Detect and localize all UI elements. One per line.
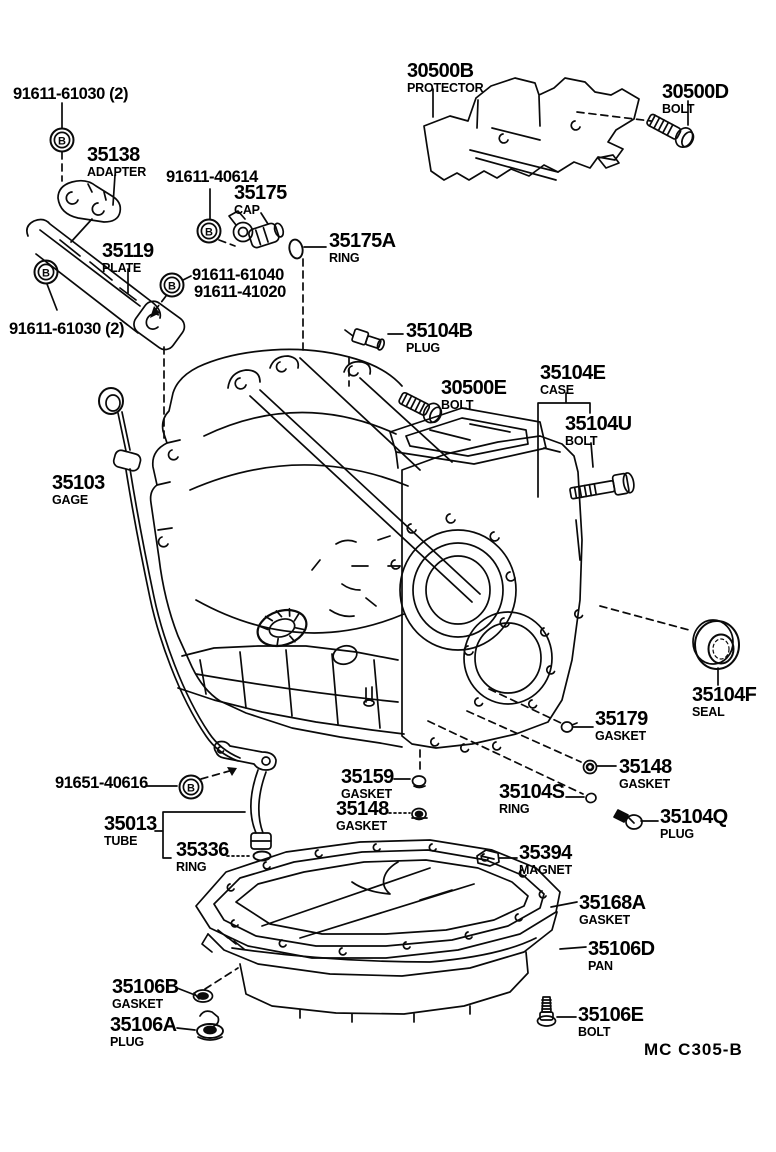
- leader-lines: [47, 89, 718, 1030]
- svg-text:B: B: [58, 136, 66, 148]
- svg-text:B: B: [205, 227, 213, 239]
- bolt-symbol-icon: B: [51, 129, 74, 152]
- bolt-symbol-icon: B: [161, 274, 184, 297]
- part-label-91611-41020: 91611-41020: [194, 283, 286, 301]
- ring-35175A-drawing: [288, 238, 305, 259]
- plug-35104B-drawing: [345, 328, 386, 350]
- part-label-91651-40616: 91651-40616: [55, 774, 148, 792]
- bolt-symbols: B B B B B: [35, 129, 221, 799]
- seal-35104F-drawing: [693, 620, 739, 669]
- svg-text:B: B: [187, 783, 195, 795]
- bolt-symbol-icon: B: [180, 776, 203, 799]
- cap-drawing: [229, 211, 286, 249]
- bolt-30500E-drawing: [396, 388, 444, 426]
- gasket-35159-icon: [413, 776, 426, 788]
- dotted-leader-lines: [227, 813, 410, 856]
- svg-text:B: B: [42, 268, 50, 280]
- adapter-drawing: [58, 181, 120, 222]
- part-label-91611-61040: 91611-61040: [192, 266, 284, 284]
- part-label-91611-40614: 91611-40614: [166, 168, 258, 186]
- figure-code: MC C305-B: [644, 1040, 743, 1059]
- protector-drawing: [424, 78, 639, 180]
- gasket-35179-icon: [562, 722, 578, 732]
- magnet-icon: [477, 850, 499, 866]
- part-label-91611-61030-top: 91611-61030 (2): [13, 85, 129, 103]
- valve-body-drawing: [178, 603, 404, 734]
- bolt-35104U-drawing: [569, 472, 636, 503]
- gasket-35148-right-icon: [584, 761, 597, 774]
- gauge-drawing: [99, 388, 240, 761]
- plate-drawing: [27, 220, 189, 354]
- bolt-30500D-drawing: [644, 110, 697, 151]
- transaxle-housing-drawing: [151, 349, 480, 747]
- ring-35104S-icon: [585, 792, 597, 803]
- plug-35106A-icon: [197, 1011, 223, 1040]
- case-drawing: [390, 408, 583, 752]
- part-label-91611-61030-left: 91611-61030 (2): [9, 320, 125, 338]
- leader-arrowheads: [150, 306, 237, 776]
- plug-35104Q-icon: [614, 810, 642, 829]
- gasket-35148-left-icon: [412, 809, 427, 820]
- pan-gasket-drawing: [196, 840, 560, 958]
- tube-drawing: [214, 742, 276, 850]
- bolt-symbol-icon: B: [35, 261, 58, 284]
- bolt-35106E-icon: [538, 997, 556, 1026]
- svg-text:B: B: [168, 281, 176, 293]
- bolt-symbol-icon: B: [198, 220, 221, 243]
- oil-pan-drawing: [202, 912, 557, 1022]
- gasket-35106B-icon: [194, 990, 213, 1002]
